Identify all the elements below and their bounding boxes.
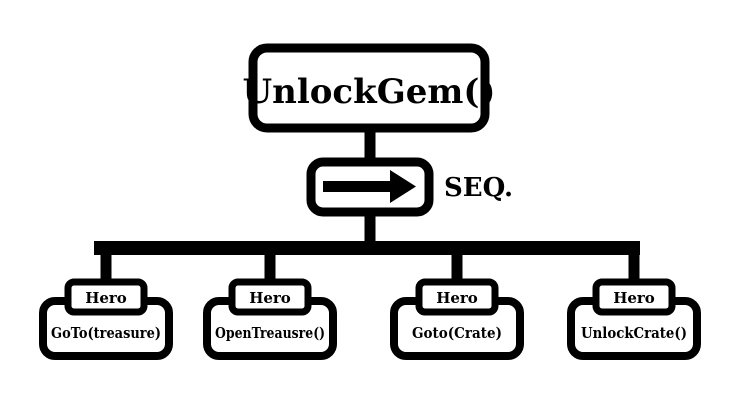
child-tag-box bbox=[228, 278, 312, 316]
root-node: UnlockGem() bbox=[242, 43, 496, 133]
child-tag-label: Hero bbox=[436, 289, 478, 307]
right-arrow-icon bbox=[323, 170, 416, 203]
sequence-label: SEQ. bbox=[444, 173, 513, 203]
child-node-1: Hero GoTo(treasure) bbox=[39, 278, 173, 360]
child-node-3: Hero Goto(Crate) bbox=[390, 278, 524, 360]
child-tag-box bbox=[64, 278, 148, 316]
child-node-4: Hero UnlockCrate() bbox=[567, 278, 701, 360]
sequence-node: SEQ. bbox=[306, 157, 513, 217]
child-tag-label: Hero bbox=[85, 289, 127, 307]
root-node-label: UnlockGem() bbox=[242, 72, 495, 112]
child-nodes: Hero GoTo(treasure) Hero OpenTreausre() … bbox=[39, 278, 701, 360]
child-tag-box bbox=[415, 278, 499, 316]
child-node-label: OpenTreausre() bbox=[215, 324, 325, 342]
child-tag-label: Hero bbox=[613, 289, 655, 307]
connector-lines bbox=[94, 128, 640, 282]
child-tag-box bbox=[592, 278, 676, 316]
child-node-2: Hero OpenTreausre() bbox=[203, 278, 337, 360]
child-node-label: Goto(Crate) bbox=[412, 324, 502, 342]
child-node-label: GoTo(treasure) bbox=[51, 324, 161, 342]
root-node-box bbox=[248, 43, 490, 133]
child-node-label: UnlockCrate() bbox=[581, 324, 687, 342]
child-tag-label: Hero bbox=[249, 289, 291, 307]
